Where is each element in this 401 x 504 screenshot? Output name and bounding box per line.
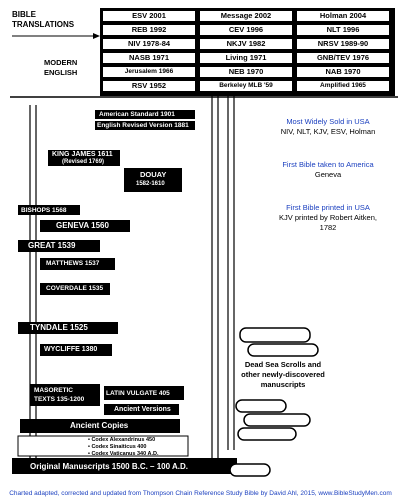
douay-years-label: 1582-1610 [136, 181, 165, 187]
wycliffe-label: WYCLIFFE 1380 [44, 346, 98, 353]
douay-label: DOUAY [140, 170, 167, 179]
modern-book: CEV 1996 [199, 24, 293, 36]
modern-book: NEB 1970 [199, 66, 293, 78]
ancient-copies-label: Ancient Copies [70, 421, 129, 430]
side-note-first-america: First Bible taken to America Geneva [258, 160, 398, 180]
codex-sinaiticus: • Codex Sinaiticus 400 [88, 444, 147, 450]
modern-book: NIV 1978-84 [102, 38, 196, 50]
label-modern: MODERN [44, 58, 78, 67]
dead-sea-scrolls [229, 327, 319, 477]
geneva-label: GENEVA 1560 [56, 221, 109, 230]
side-note-title: First Bible taken to America [282, 160, 374, 169]
modern-book: Holman 2004 [296, 10, 390, 22]
latin-vulgate-label: LATIN VULGATE 405 [106, 390, 170, 397]
side-note-title: First Bible printed in USA [286, 203, 370, 212]
codex-alexandrinus: • Codex Alexandrinus 450 [88, 437, 156, 443]
label-english: ENGLISH [44, 68, 78, 77]
label-bible: BIBLE [12, 10, 36, 19]
side-note-value: KJV printed by Robert Aitken, 1782 [279, 213, 377, 232]
modern-book: REB 1992 [102, 24, 196, 36]
codex-vaticanus: • Codex Vaticanus 340 A.D. [88, 451, 159, 457]
trunk-lines [29, 96, 235, 470]
modern-book: Berkeley MLB '59 [199, 80, 293, 92]
modern-book: Message 2002 [199, 10, 293, 22]
ancient-versions-label: Ancient Versions [114, 406, 171, 413]
modern-book: Amplified 1965 [296, 80, 390, 92]
dead-sea-line3: manuscripts [260, 380, 306, 389]
tree-books [12, 110, 237, 474]
bible-translations-label: BIBLE TRANSLATIONS [12, 10, 74, 30]
original-manuscripts-label: Original Manuscripts 1500 B.C. – 100 A.D… [30, 462, 188, 471]
caption: Charted adapted, corrected and updated f… [9, 490, 392, 497]
coverdale-label: COVERDALE 1535 [46, 285, 104, 292]
side-note-first-printed: First Bible printed in USA KJV printed b… [258, 203, 398, 233]
modern-book: GNB/TEV 1976 [296, 52, 390, 64]
modern-english-label: MODERN ENGLISH [44, 58, 77, 78]
masoretic-label: MASORETIC TEXTS 135-1200 [34, 386, 84, 404]
modern-book: ESV 2001 [102, 10, 196, 22]
great-label: GREAT 1539 [28, 241, 76, 250]
english-revised-label: English Revised Version 1881 [97, 122, 189, 129]
modern-book: RSV 1952 [102, 80, 196, 92]
side-note-most-sold: Most Widely Sold in USA NIV, NLT, KJV, E… [258, 117, 398, 137]
masoretic-line2: TEXTS 135-1200 [34, 396, 85, 403]
king-james-label: KING JAMES 1611 [52, 151, 113, 158]
masoretic-line1: MASORETIC [34, 387, 73, 394]
modern-book: NLT 1996 [296, 24, 390, 36]
matthews-label: MATTHEWS 1537 [46, 260, 100, 267]
codices-label: • Codex Alexandrinus 450 • Codex Sinaiti… [88, 437, 159, 458]
dead-sea-label: Dead Sea Scrolls and other newly-discove… [238, 360, 328, 390]
modern-book: NAB 1970 [296, 66, 390, 78]
king-james-revised-label: (Revised 1769) [62, 159, 105, 165]
side-note-value: Geneva [314, 170, 342, 179]
american-standard-label: American Standard 1901 [99, 111, 175, 118]
modern-book: NASB 1971 [102, 52, 196, 64]
dead-sea-line1: Dead Sea Scrolls and [244, 360, 322, 369]
side-note-value: NIV, NLT, KJV, ESV, Holman [280, 127, 376, 136]
modern-book: NKJV 1982 [199, 38, 293, 50]
modern-book: Jerusalem 1966 [102, 66, 196, 78]
tyndale-label: TYNDALE 1525 [30, 323, 88, 332]
label-translations: TRANSLATIONS [12, 20, 75, 29]
modern-book: Living 1971 [199, 52, 293, 64]
codex-layer [17, 435, 189, 457]
side-note-title: Most Widely Sold in USA [286, 117, 370, 126]
dead-sea-line2: other newly-discovered [241, 370, 325, 379]
bishops-label: BISHOPS 1568 [21, 207, 67, 214]
modern-book: NRSV 1989-90 [296, 38, 390, 50]
